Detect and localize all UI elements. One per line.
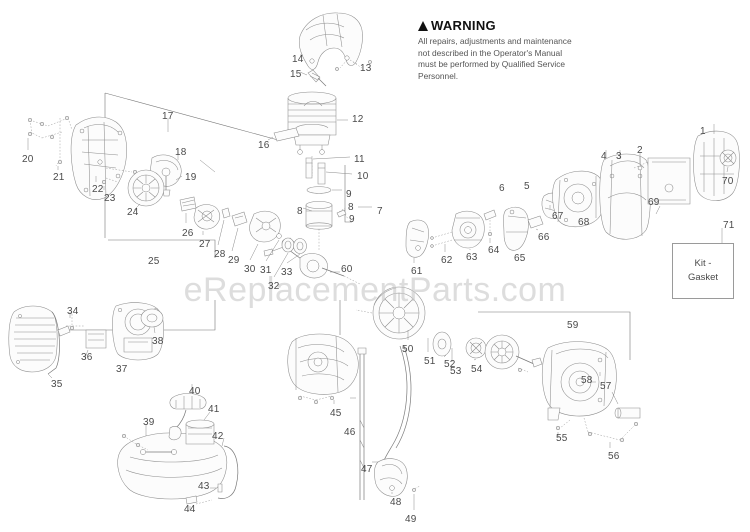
callout-12[interactable]: 12 [352,114,364,125]
callout-43[interactable]: 43 [198,481,210,492]
callout-57[interactable]: 57 [600,381,612,392]
callout-7[interactable]: 7 [377,206,383,217]
warning-title-row: WARNING [418,18,578,33]
callout-21[interactable]: 21 [53,172,65,183]
callout-47[interactable]: 47 [361,464,373,475]
callout-25[interactable]: 25 [148,256,160,267]
callout-2[interactable]: 2 [637,145,643,156]
callout-68[interactable]: 68 [578,217,590,228]
callout-18[interactable]: 18 [175,147,187,158]
callout-54[interactable]: 54 [471,364,483,375]
callout-67[interactable]: 67 [552,211,564,222]
callout-19[interactable]: 19 [185,172,197,183]
callout-38[interactable]: 38 [152,336,164,347]
callout-62[interactable]: 62 [441,255,453,266]
callout-34[interactable]: 34 [67,306,79,317]
callout-50[interactable]: 50 [402,344,414,355]
callout-22[interactable]: 22 [92,184,104,195]
kit-gasket-line1: Kit - [694,258,712,270]
callout-28[interactable]: 28 [214,249,226,260]
callout-20[interactable]: 20 [22,154,34,165]
callout-41[interactable]: 41 [208,404,220,415]
callout-71[interactable]: 71 [723,220,735,231]
callout-1[interactable]: 1 [700,126,706,137]
callout-49[interactable]: 49 [405,514,417,525]
callout-46[interactable]: 46 [344,427,356,438]
callout-17[interactable]: 17 [162,111,174,122]
warning-triangle-icon [418,20,428,31]
warning-title: WARNING [431,18,496,33]
callout-8[interactable]: 8 [297,206,303,217]
callout-6[interactable]: 6 [499,183,505,194]
callout-23[interactable]: 23 [104,193,116,204]
callout-56[interactable]: 56 [608,451,620,462]
callout-35[interactable]: 35 [51,379,63,390]
callout-55[interactable]: 55 [556,433,568,444]
callout-69[interactable]: 69 [648,197,660,208]
callout-58[interactable]: 58 [581,375,593,386]
callout-24[interactable]: 24 [127,207,139,218]
callout-3[interactable]: 3 [616,151,622,162]
callout-26[interactable]: 26 [182,228,194,239]
callout-4[interactable]: 4 [601,151,607,162]
callout-27[interactable]: 27 [199,239,211,250]
callout-60[interactable]: 60 [341,264,353,275]
callout-64[interactable]: 64 [488,245,500,256]
callout-31[interactable]: 31 [260,265,272,276]
callout-33[interactable]: 33 [281,267,293,278]
callout-42[interactable]: 42 [212,431,224,442]
callout-52[interactable]: 52 [444,359,456,370]
callout-70[interactable]: 70 [722,176,734,187]
callout-16[interactable]: 16 [258,140,270,151]
callout-40[interactable]: 40 [189,386,201,397]
callout-45[interactable]: 45 [330,408,342,419]
callout-48[interactable]: 48 [390,497,402,508]
callout-59[interactable]: 59 [567,320,579,331]
warning-body: All repairs, adjustments and maintenance… [418,36,572,81]
callout-63[interactable]: 63 [466,252,478,263]
callout-8[interactable]: 8 [348,202,354,213]
callout-36[interactable]: 36 [81,352,93,363]
callout-30[interactable]: 30 [244,264,256,275]
warning-block: WARNING All repairs, adjustments and mai… [418,18,578,82]
callout-9[interactable]: 9 [349,214,355,225]
callout-9[interactable]: 9 [346,189,352,200]
callout-66[interactable]: 66 [538,232,550,243]
callout-44[interactable]: 44 [184,504,196,515]
callout-53[interactable]: 53 [450,366,462,377]
callout-10[interactable]: 10 [357,171,369,182]
callout-51[interactable]: 51 [424,356,436,367]
callout-29[interactable]: 29 [228,255,240,266]
kit-gasket-box: Kit - Gasket [672,243,734,299]
callout-15[interactable]: 15 [290,69,302,80]
callout-39[interactable]: 39 [143,417,155,428]
callout-5[interactable]: 5 [524,181,530,192]
callout-61[interactable]: 61 [411,266,423,277]
callout-65[interactable]: 65 [514,253,526,264]
callout-13[interactable]: 13 [360,63,372,74]
callout-32[interactable]: 32 [268,281,280,292]
callout-14[interactable]: 14 [292,54,304,65]
callout-37[interactable]: 37 [116,364,128,375]
callout-11[interactable]: 11 [354,154,365,165]
kit-gasket-line2: Gasket [687,272,719,283]
